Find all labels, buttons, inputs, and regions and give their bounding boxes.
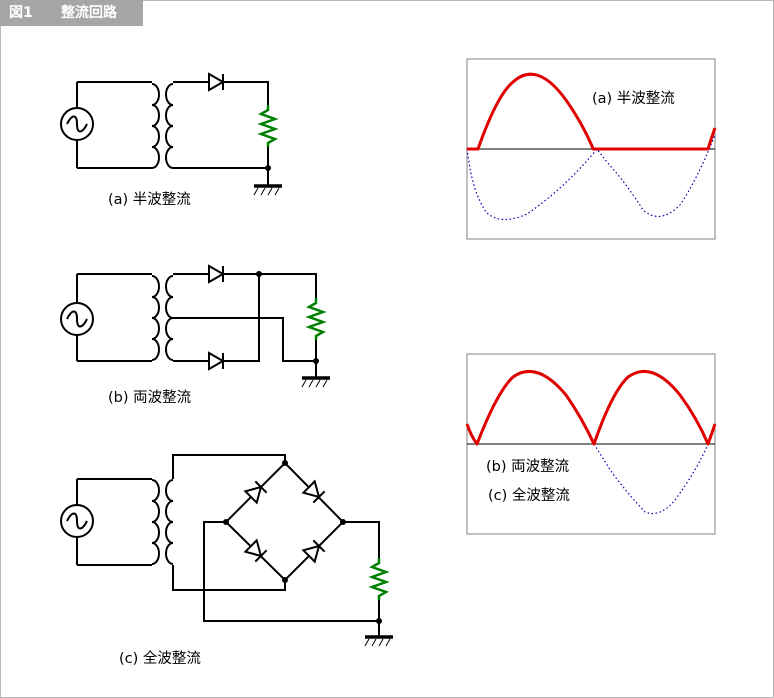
- transformer-primary-coil: [151, 275, 160, 361]
- circuit-two-wave: (b) 両波整流: [60, 265, 332, 406]
- output-waveform: [465, 369, 717, 446]
- circuit-full-wave: (c) 全波整流: [60, 454, 395, 667]
- input-waveform: [466, 134, 716, 221]
- ground-icon: [252, 184, 284, 197]
- junction-dot: [282, 577, 288, 583]
- waveform-half-wave-panel: (a) 半波整流: [466, 58, 717, 240]
- waveform-full-wave-panel: (b) 両波整流 (c) 全波整流: [465, 353, 717, 535]
- figure-number: 図1: [9, 5, 33, 21]
- output-waveform: [467, 72, 717, 151]
- resistor-icon: [259, 103, 277, 149]
- ground-icon: [300, 376, 332, 389]
- junction-dot: [376, 618, 382, 624]
- figure-title-tag: 図1 整流回路: [0, 0, 143, 26]
- circuit-half-wave: (a) 半波整流: [60, 73, 284, 208]
- diode-icon: [208, 352, 224, 370]
- diode-icon: [208, 73, 224, 91]
- circuit-c-label: (c) 全波整流: [119, 649, 201, 667]
- junction-dot: [313, 358, 319, 364]
- ground-icon: [363, 635, 395, 648]
- junction-dot: [256, 271, 262, 277]
- waveform-a-label: (a) 半波整流: [592, 90, 675, 107]
- waveform-c-label: (c) 全波整流: [488, 486, 570, 504]
- waveform-b-label: (b) 両波整流: [486, 458, 569, 475]
- junction-dot: [265, 165, 271, 171]
- transformer-secondary-coil: [165, 83, 174, 169]
- resistor-icon: [370, 556, 388, 602]
- circuit-b-wires: [76, 273, 317, 378]
- ac-source-icon: [60, 107, 94, 141]
- figure-title: 整流回路: [61, 5, 117, 21]
- ac-source-icon: [60, 302, 94, 336]
- resistor-icon: [307, 296, 325, 342]
- circuit-a-label: (a) 半波整流: [108, 191, 191, 208]
- transformer-primary-coil: [151, 479, 160, 565]
- ac-source-icon: [60, 504, 94, 538]
- junction-dot: [223, 519, 229, 525]
- transformer-primary-coil: [151, 83, 160, 169]
- circuit-c-wires: [76, 454, 380, 637]
- transformer-secondary-coil: [165, 275, 174, 361]
- diode-icon: [208, 265, 224, 283]
- circuit-b-label: (b) 両波整流: [108, 389, 191, 406]
- junction-dot: [340, 519, 346, 525]
- transformer-secondary-coil: [165, 479, 174, 565]
- circuit-a-wires: [76, 81, 269, 186]
- junction-dot: [282, 460, 288, 466]
- input-waveform: [593, 443, 709, 515]
